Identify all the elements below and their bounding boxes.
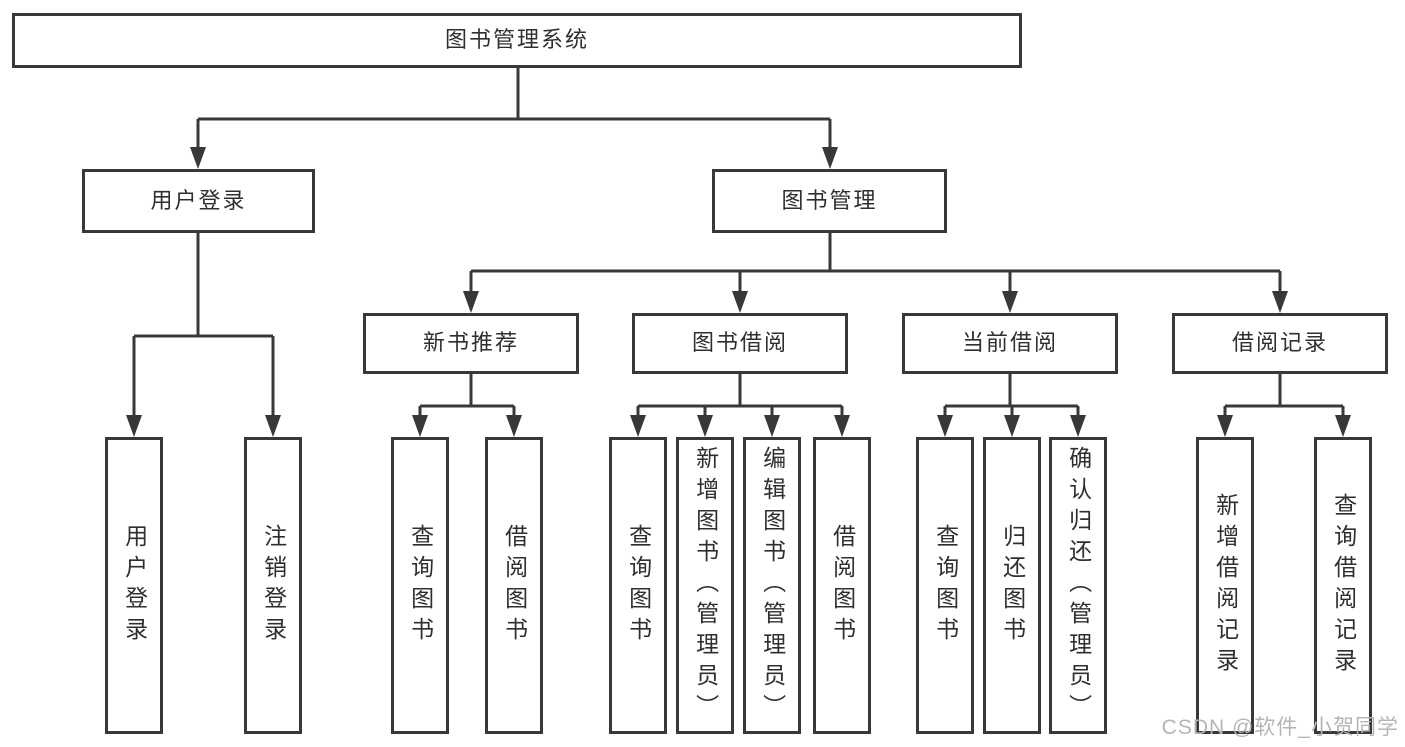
node-br-query-record: 查询借阅记录 xyxy=(1314,437,1372,734)
node-new-book-recommend: 新书推荐 xyxy=(363,313,579,374)
node-nbr-borrow-book: 借阅图书 xyxy=(485,437,543,734)
arrow-down xyxy=(1070,415,1086,437)
node-book-borrow: 图书借阅 xyxy=(632,313,848,374)
arrow-down xyxy=(412,415,428,437)
node-bb-add-book: 新增图书（管理员） xyxy=(676,437,734,734)
arrow-down xyxy=(1335,415,1351,437)
node-user-login: 用户登录 xyxy=(82,169,315,233)
arrow-down xyxy=(463,291,479,313)
node-br-add-record: 新增借阅记录 xyxy=(1196,437,1254,734)
tree-edges xyxy=(132,68,1345,419)
arrow-down xyxy=(1272,291,1288,313)
node-book-management: 图书管理 xyxy=(712,169,947,233)
node-logout: 注销登录 xyxy=(244,437,302,734)
arrow-down xyxy=(834,415,850,437)
node-root: 图书管理系统 xyxy=(12,13,1022,68)
node-login: 用户登录 xyxy=(105,437,163,734)
arrow-down xyxy=(190,147,206,169)
arrow-down xyxy=(764,415,780,437)
arrow-down xyxy=(697,415,713,437)
node-bb-edit-book: 编辑图书（管理员） xyxy=(743,437,801,734)
arrow-down xyxy=(822,147,838,169)
node-current-borrow: 当前借阅 xyxy=(902,313,1118,374)
arrow-down xyxy=(1004,415,1020,437)
node-cb-return-book: 归还图书 xyxy=(983,437,1041,734)
node-bb-query-book: 查询图书 xyxy=(609,437,667,734)
arrow-down xyxy=(630,415,646,437)
arrow-down xyxy=(506,415,522,437)
arrow-down xyxy=(1002,291,1018,313)
node-bb-borrow-book: 借阅图书 xyxy=(813,437,871,734)
arrow-down xyxy=(937,415,953,437)
node-nbr-query-book: 查询图书 xyxy=(391,437,449,734)
csdn-watermark: CSDN @软件_小贺同学 xyxy=(1161,716,1399,739)
node-cb-query-book: 查询图书 xyxy=(916,437,974,734)
arrow-down xyxy=(1217,415,1233,437)
arrow-down xyxy=(732,291,748,313)
node-cb-confirm-return: 确认归还（管理员） xyxy=(1049,437,1107,734)
arrow-down xyxy=(265,415,281,437)
node-borrow-record: 借阅记录 xyxy=(1172,313,1388,374)
arrow-down xyxy=(126,415,142,437)
